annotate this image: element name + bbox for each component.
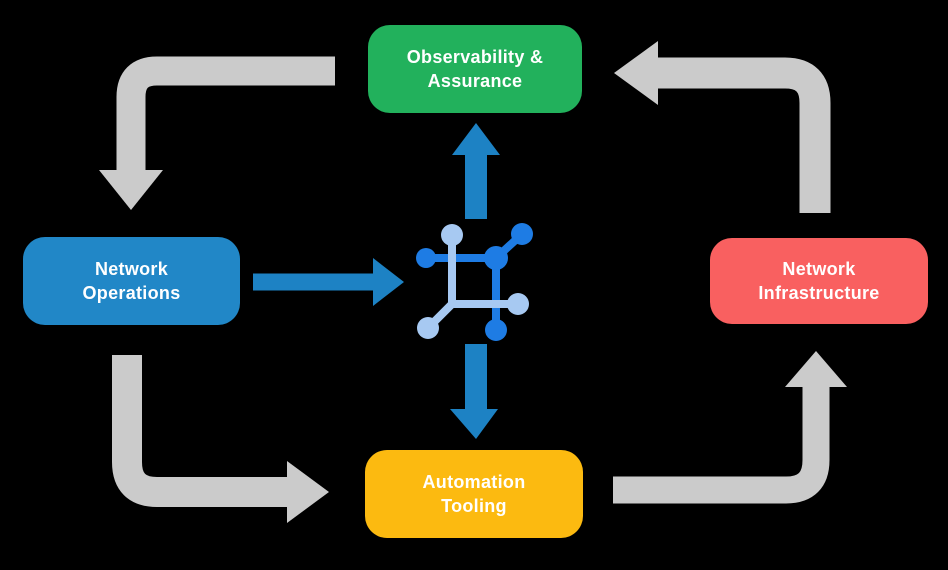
node-observability-assurance: Observability & Assurance [368, 25, 582, 113]
icon-node-left [416, 248, 436, 268]
arrowhead-right-blue-icon [373, 258, 404, 306]
center-arrows [253, 123, 500, 439]
network-icon-nodes [416, 223, 533, 341]
arrowhead-right-icon [287, 461, 329, 523]
network-mesh-icon [416, 223, 533, 341]
node-automation-label: Automation Tooling [422, 471, 526, 516]
arrowhead-left-icon [614, 41, 658, 105]
icon-node-bottom [485, 319, 507, 341]
icon-node-bottomleft [417, 317, 439, 339]
arrowhead-up-icon [785, 351, 847, 387]
node-observability-label: Observability & Assurance [406, 46, 544, 91]
arrowhead-down-icon [99, 170, 163, 210]
icon-node-topright [511, 223, 533, 245]
icon-node-bottomright [507, 293, 529, 315]
node-infrastructure-label: Network Infrastructure [758, 258, 880, 303]
arrow-infrastructure-to-observability [657, 57, 831, 213]
arrow-operations-to-automation [112, 355, 289, 507]
node-network-infrastructure: Network Infrastructure [710, 238, 928, 324]
arrow-observability-to-operations [116, 56, 335, 172]
node-network-operations: Network Operations [23, 237, 240, 325]
arrowhead-up-blue-icon [452, 123, 500, 155]
icon-node-top [441, 224, 463, 246]
node-automation-tooling: Automation Tooling [365, 450, 583, 538]
cycle-arrows [99, 41, 847, 523]
arrow-automation-to-infrastructure [613, 386, 830, 504]
arrowhead-down-blue-icon [450, 409, 498, 439]
node-operations-label: Network Operations [82, 258, 181, 303]
icon-node-corner [484, 246, 508, 270]
